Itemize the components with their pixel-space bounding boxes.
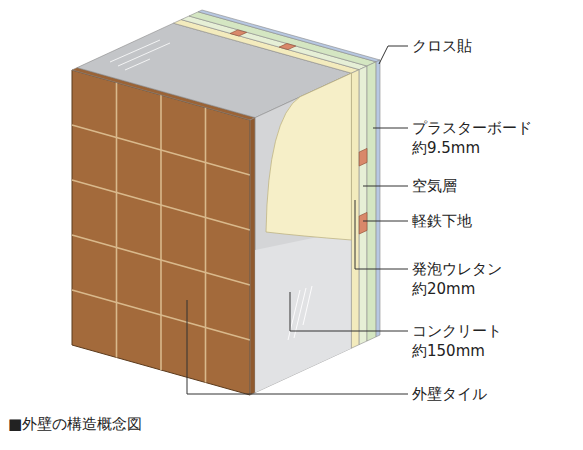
section-face [376, 60, 380, 337]
part-label: 約9.5mm [412, 138, 480, 158]
concrete-mark [288, 286, 312, 340]
leader-line [187, 46, 408, 394]
stud-top [230, 30, 247, 36]
leader-line [290, 292, 408, 331]
part-label: 発泡ウレタン [412, 259, 502, 279]
leader-line [355, 200, 408, 269]
part-label: 約150mm [412, 341, 485, 361]
concrete-mark [303, 286, 312, 325]
leader-line [187, 300, 408, 394]
leader-line [363, 186, 408, 187]
top-face [189, 12, 376, 66]
section-face [255, 230, 351, 393]
part-label: 約20mm [412, 279, 475, 299]
top-face-mark [118, 43, 170, 66]
tile-joint [116, 83, 118, 358]
tile-joint [160, 95, 162, 370]
part-label: 外壁タイル [412, 384, 487, 404]
leader-line [373, 128, 408, 129]
section-face [250, 118, 255, 395]
tile-joint [72, 83, 250, 383]
tile-face [72, 70, 250, 395]
section-face [250, 60, 380, 395]
urethane-peel [266, 73, 351, 240]
leader-line [363, 221, 408, 222]
stud-section [359, 212, 367, 234]
figure-caption: ■外壁の構造概念図 [8, 414, 142, 434]
part-label: コンクリート [412, 321, 502, 341]
urethane-peel [266, 73, 351, 240]
stud-section [359, 148, 367, 166]
top-face [198, 10, 380, 62]
tile-face [72, 70, 250, 395]
leader-line [379, 46, 408, 64]
part-label: プラスターボード [412, 118, 532, 138]
section-face [255, 73, 351, 392]
section-face [359, 66, 367, 345]
top-face-mark [110, 40, 170, 70]
section-face [367, 62, 376, 341]
tile-joint [205, 108, 207, 383]
stud-top [230, 30, 296, 50]
stud-top [279, 44, 296, 50]
part-label: クロス貼 [412, 36, 472, 56]
part-label: 空気層 [412, 176, 457, 196]
part-label: 軽鉄下地 [412, 211, 472, 231]
top-face-mark [125, 59, 150, 70]
top-face [181, 16, 367, 70]
